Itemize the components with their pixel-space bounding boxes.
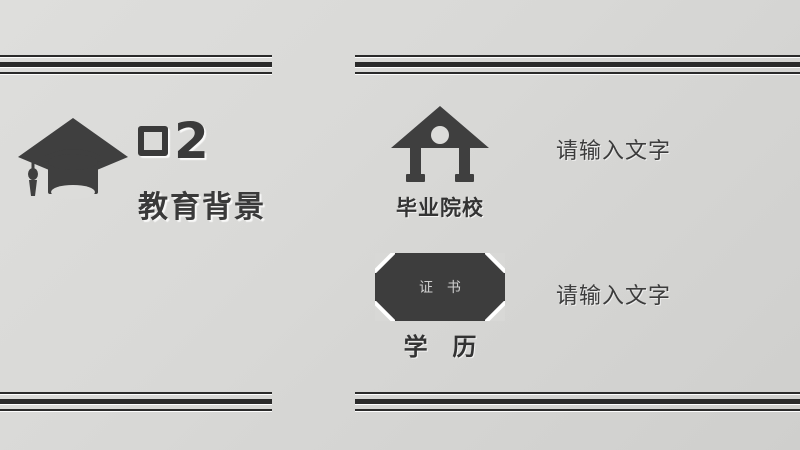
certificate-corner-br bbox=[485, 301, 505, 321]
rule-line bbox=[355, 392, 800, 394]
rule-line bbox=[355, 409, 800, 411]
body-text-degree: 请输入文字 bbox=[556, 282, 672, 308]
rule-line bbox=[0, 399, 272, 404]
certificate-badge-text: 证 书 bbox=[419, 279, 466, 295]
school-gate-icon bbox=[385, 100, 495, 186]
content-row-degree: 证 书 学 历 请输入文字 bbox=[370, 253, 671, 362]
item-label-school: 毕业院校 bbox=[396, 197, 484, 220]
section-number-zero-glyph bbox=[138, 126, 168, 156]
degree-visual: 证 书 学 历 bbox=[370, 253, 510, 362]
decorative-rule-top-left bbox=[0, 55, 272, 77]
rule-line bbox=[0, 409, 272, 411]
school-visual: 毕业院校 bbox=[370, 100, 510, 222]
section-number: 2 bbox=[138, 116, 213, 166]
decorative-rule-bottom-right bbox=[355, 392, 800, 414]
certificate-icon: 证 书 bbox=[375, 253, 505, 321]
section-header: 2 教育背景 bbox=[14, 104, 284, 234]
section-number-digit: 2 bbox=[174, 112, 213, 170]
decorative-rule-bottom-left bbox=[0, 392, 272, 414]
rule-line bbox=[0, 392, 272, 394]
rule-line bbox=[0, 72, 272, 74]
page-title: 教育背景 bbox=[138, 191, 266, 224]
rule-line bbox=[0, 55, 272, 57]
certificate-corner-bl bbox=[375, 301, 395, 321]
decorative-rule-top-right bbox=[355, 55, 800, 77]
rule-line bbox=[0, 62, 272, 67]
graduation-cap-icon bbox=[14, 104, 132, 204]
rule-line bbox=[355, 72, 800, 74]
content-row-school: 毕业院校 请输入文字 bbox=[370, 100, 671, 222]
body-text-school: 请输入文字 bbox=[556, 138, 672, 163]
item-label-degree: 学 历 bbox=[403, 334, 486, 361]
rule-line bbox=[355, 62, 800, 67]
rule-line bbox=[355, 55, 800, 57]
rule-line bbox=[355, 399, 800, 404]
